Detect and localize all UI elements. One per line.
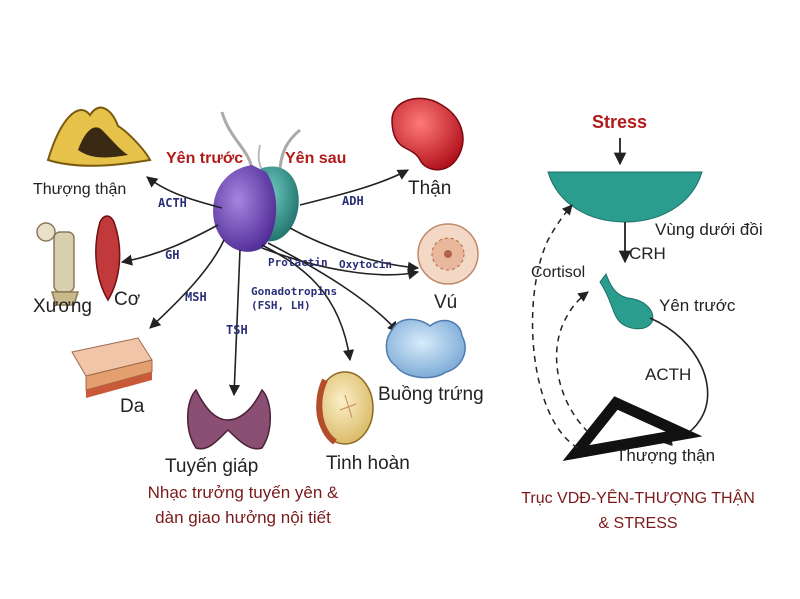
breast-illustration: [417, 223, 479, 285]
testis-illustration: [316, 371, 374, 445]
hypothalamus-label: Vùng dưới đồi: [655, 220, 763, 239]
thyroid-illustration: [187, 388, 271, 450]
hormone-gonadotropins-sub: (FSH, LH): [251, 299, 311, 312]
organ-testis: Tinh hoàn: [326, 453, 410, 474]
crh-label: CRH: [629, 244, 666, 263]
stress-label: Stress: [592, 112, 648, 132]
pituitary-gland: [213, 111, 301, 252]
bone-illustration: [36, 222, 80, 306]
muscle-illustration: [95, 215, 121, 302]
organ-kidney: Thận: [408, 178, 452, 199]
ovary-illustration: [385, 318, 466, 379]
cortisol-feedback-outer: [531, 204, 579, 449]
skin-illustration: [71, 337, 153, 398]
anterior-lobe: [213, 165, 277, 252]
left-caption-line-2: dàn giao hưởng nội tiết: [155, 508, 331, 527]
left-caption: Nhạc trưởng tuyến yên & dàn giao hưởng n…: [118, 480, 368, 530]
hormone-gonadotropins: Gonadotropins: [251, 285, 338, 298]
acth-label: ACTH: [645, 365, 692, 384]
label-posterior-pituitary: Yên sau: [285, 150, 347, 167]
hormone-gh: GH: [165, 248, 180, 262]
anterior-pituitary-label: Yên trước: [659, 296, 736, 315]
anterior-pituitary-shape: [599, 272, 654, 330]
left-caption-line-1: Nhạc trưởng tuyến yên &: [147, 483, 339, 502]
cortisol-feedback-inner: [555, 291, 589, 433]
hormone-adh: ADH: [342, 194, 364, 208]
hormone-prolactin: Prolactin: [268, 256, 328, 269]
organ-bone: Xương: [33, 296, 92, 317]
hpa-axis: [531, 138, 709, 461]
adrenal-triangle: [562, 396, 703, 461]
right-caption-line-1: Trục VDĐ-YÊN-THƯỢNG THẬN: [521, 490, 755, 507]
cortisol-label: Cortisol: [531, 264, 586, 281]
adrenal-label: Thượng thận: [616, 446, 716, 465]
right-caption-line-2: & STRESS: [598, 515, 678, 532]
adrenal-illustration: [46, 106, 152, 167]
organ-ovary: Buồng trứng: [378, 384, 484, 405]
organ-muscle: Cơ: [114, 289, 141, 310]
hormone-oxytocin: Oxytocin: [339, 258, 392, 271]
label-anterior-pituitary: Yên trước: [166, 150, 244, 167]
organ-adrenal: Thượng thận: [33, 181, 127, 198]
kidney-illustration: [391, 97, 464, 171]
organ-breast: Vú: [434, 292, 458, 313]
organ-skin: Da: [120, 396, 145, 417]
hormone-arrows: [120, 169, 420, 397]
organ-thyroid: Tuyến giáp: [165, 456, 259, 477]
hormone-acth: ACTH: [158, 196, 187, 210]
hormone-tsh: TSH: [226, 323, 248, 337]
hypothalamus-shape: [547, 171, 703, 223]
hormone-msh: MSH: [185, 290, 207, 304]
right-caption: Trục VDĐ-YÊN-THƯỢNG THẬN & STRESS: [478, 486, 798, 536]
